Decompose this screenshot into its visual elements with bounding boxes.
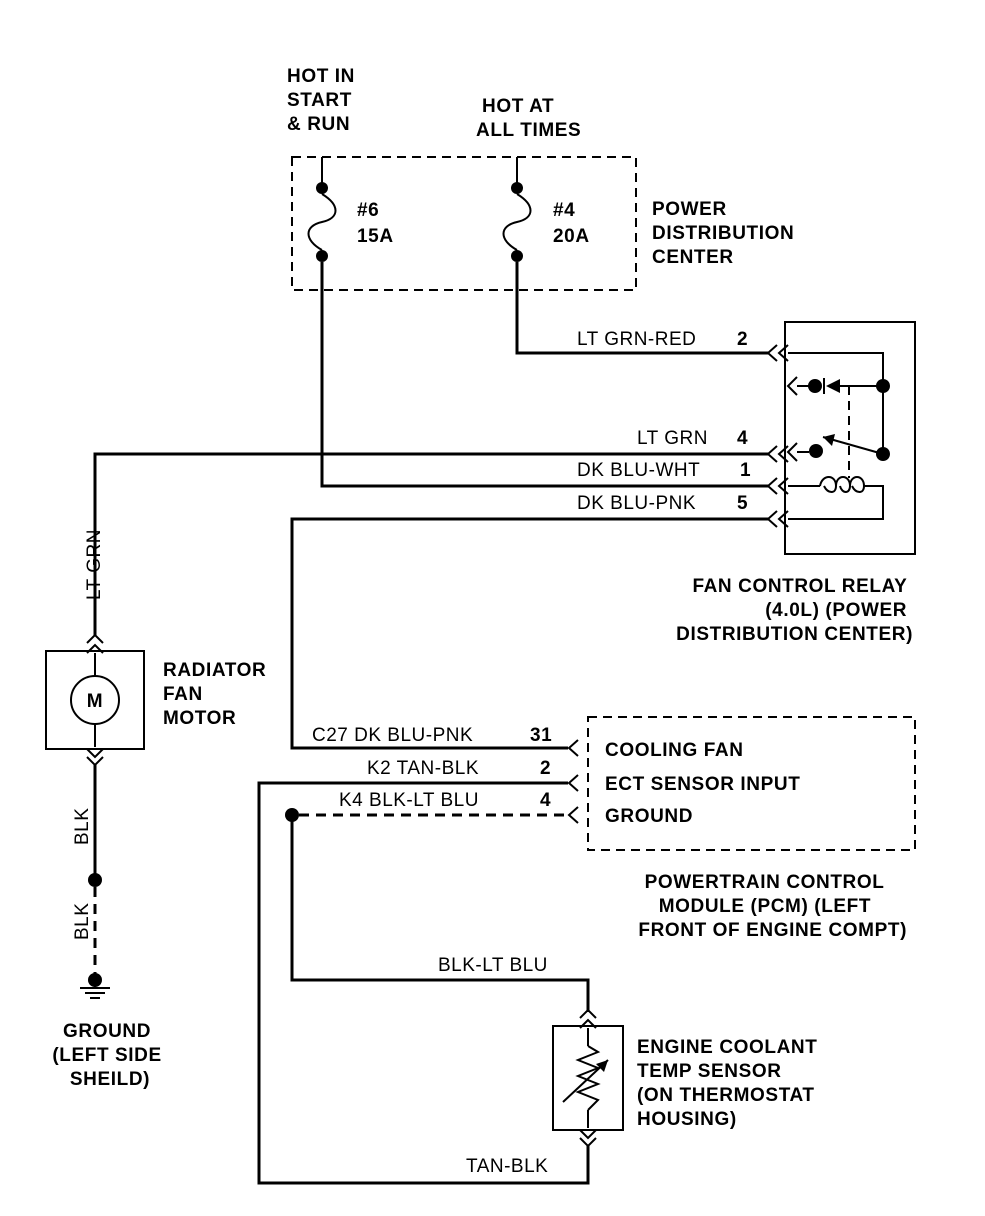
sensor-bottom-connector (579, 1129, 597, 1148)
relay-internal-chevron (786, 442, 798, 462)
wire-label-blk-vertical: BLK (72, 808, 93, 845)
motor-symbol: M (87, 691, 103, 712)
pin-label-4-pcm: 4 (540, 790, 551, 811)
ground-name-label: GROUND (LEFT SIDE SHEILD) (52, 1021, 167, 1090)
splice-dot (88, 873, 102, 887)
relay-box (784, 321, 916, 555)
ground-icon (80, 980, 110, 999)
wire-tan-blk (257, 781, 590, 1185)
fuse-4 (502, 182, 532, 262)
motor-icon (70, 675, 120, 725)
wire-label-lt-grn-vertical: LT GRN (84, 529, 105, 600)
pcm-name-label: POWERTRAIN CONTROL MODULE (PCM) (LEFT FR… (638, 872, 907, 941)
fuse-6-label: #6 15A (357, 200, 394, 247)
pin-label-4: 4 (737, 428, 748, 449)
pcm-pin-2-connector (567, 774, 579, 792)
pcm-pin-31-connector (567, 739, 579, 757)
pcm-function-ect-input: ECT SENSOR INPUT (605, 774, 800, 795)
ect-sensor: BLK-LT BLU TAN-BLK ENGINE COOLANT TEMP S… (438, 955, 823, 1177)
sensor-name-label: ENGINE COOLANT TEMP SENSOR (ON THERMOSTA… (637, 1037, 823, 1130)
wire-label-blk-vertical-2: BLK (72, 903, 93, 940)
wire-label-k2: K2 TAN-BLK (367, 758, 479, 779)
relay-internal-wiring (788, 352, 884, 452)
powertrain-control-module: C27 DK BLU-PNK 31 K2 TAN-BLK 2 K4 BLK-LT… (257, 716, 916, 1185)
wire-lt-grn-red (515, 262, 768, 355)
pdc-name-label: POWER DISTRIBUTION CENTER (652, 199, 800, 268)
motor-box (45, 650, 145, 750)
pin-label-5: 5 (737, 493, 748, 514)
pcm-dashed-box (587, 716, 916, 851)
power-distribution-center: HOT IN START & RUN HOT AT ALL TIMES #6 1… (287, 66, 800, 291)
wire-label-c27: C27 DK BLU-PNK (312, 725, 473, 746)
relay-internal-chevron (786, 376, 798, 396)
relay-coil-icon (788, 476, 884, 520)
thermistor-icon (575, 1045, 601, 1111)
wire-label-dk-blu-wht: DK BLU-WHT (577, 460, 700, 481)
pin-label-2-pcm: 2 (540, 758, 551, 779)
pin-label-2: 2 (737, 329, 748, 350)
wire-label-dk-blu-pnk: DK BLU-PNK (577, 493, 696, 514)
wire-dk-blu-wht (320, 262, 768, 488)
pin-label-31: 31 (530, 725, 552, 746)
relay-terminal (808, 379, 822, 393)
fuse-4-label: #4 20A (553, 200, 590, 247)
wire-label-tan-blk: TAN-BLK (466, 1156, 548, 1177)
pcm-function-cooling-fan: COOLING FAN (605, 740, 744, 761)
wire-blk-lt-blu (290, 815, 590, 1012)
radiator-fan-motor: M LT GRN BLK BLK RADIATOR FAN MOTOR GROU… (45, 529, 272, 1090)
fan-control-relay: FAN CONTROL RELAY (4.0L) (POWER DISTRIBU… (676, 321, 916, 645)
pcm-pin-4-connector (567, 806, 579, 824)
fuse-6 (307, 182, 337, 262)
pcm-function-ground: GROUND (605, 806, 693, 827)
relay-name-label: FAN CONTROL RELAY (4.0L) (POWER DISTRIBU… (676, 576, 913, 645)
pdc-dashed-box (291, 156, 637, 291)
hot-start-run-label: HOT IN START & RUN (287, 66, 361, 135)
pin-label-1: 1 (740, 460, 751, 481)
wire-label-lt-grn-red: LT GRN-RED (577, 329, 696, 350)
sensor-box (552, 1025, 624, 1131)
relay-contact (809, 444, 823, 458)
motor-bottom-connector (86, 748, 104, 767)
wire-dk-blu-pnk (290, 517, 768, 750)
hot-all-times-label: HOT AT ALL TIMES (476, 96, 581, 141)
wire-label-lt-grn: LT GRN (637, 428, 708, 449)
wire-label-blk-lt-blu: BLK-LT BLU (438, 955, 548, 976)
wire-lt-grn (93, 452, 768, 635)
wire-label-k4: K4 BLK-LT BLU (339, 790, 479, 811)
diode-icon (826, 379, 840, 393)
relay-wires: LT GRN-RED 2 LT GRN 4 DK BLU-WHT 1 DK BL… (93, 262, 768, 750)
motor-name-label: RADIATOR FAN MOTOR (163, 660, 272, 729)
